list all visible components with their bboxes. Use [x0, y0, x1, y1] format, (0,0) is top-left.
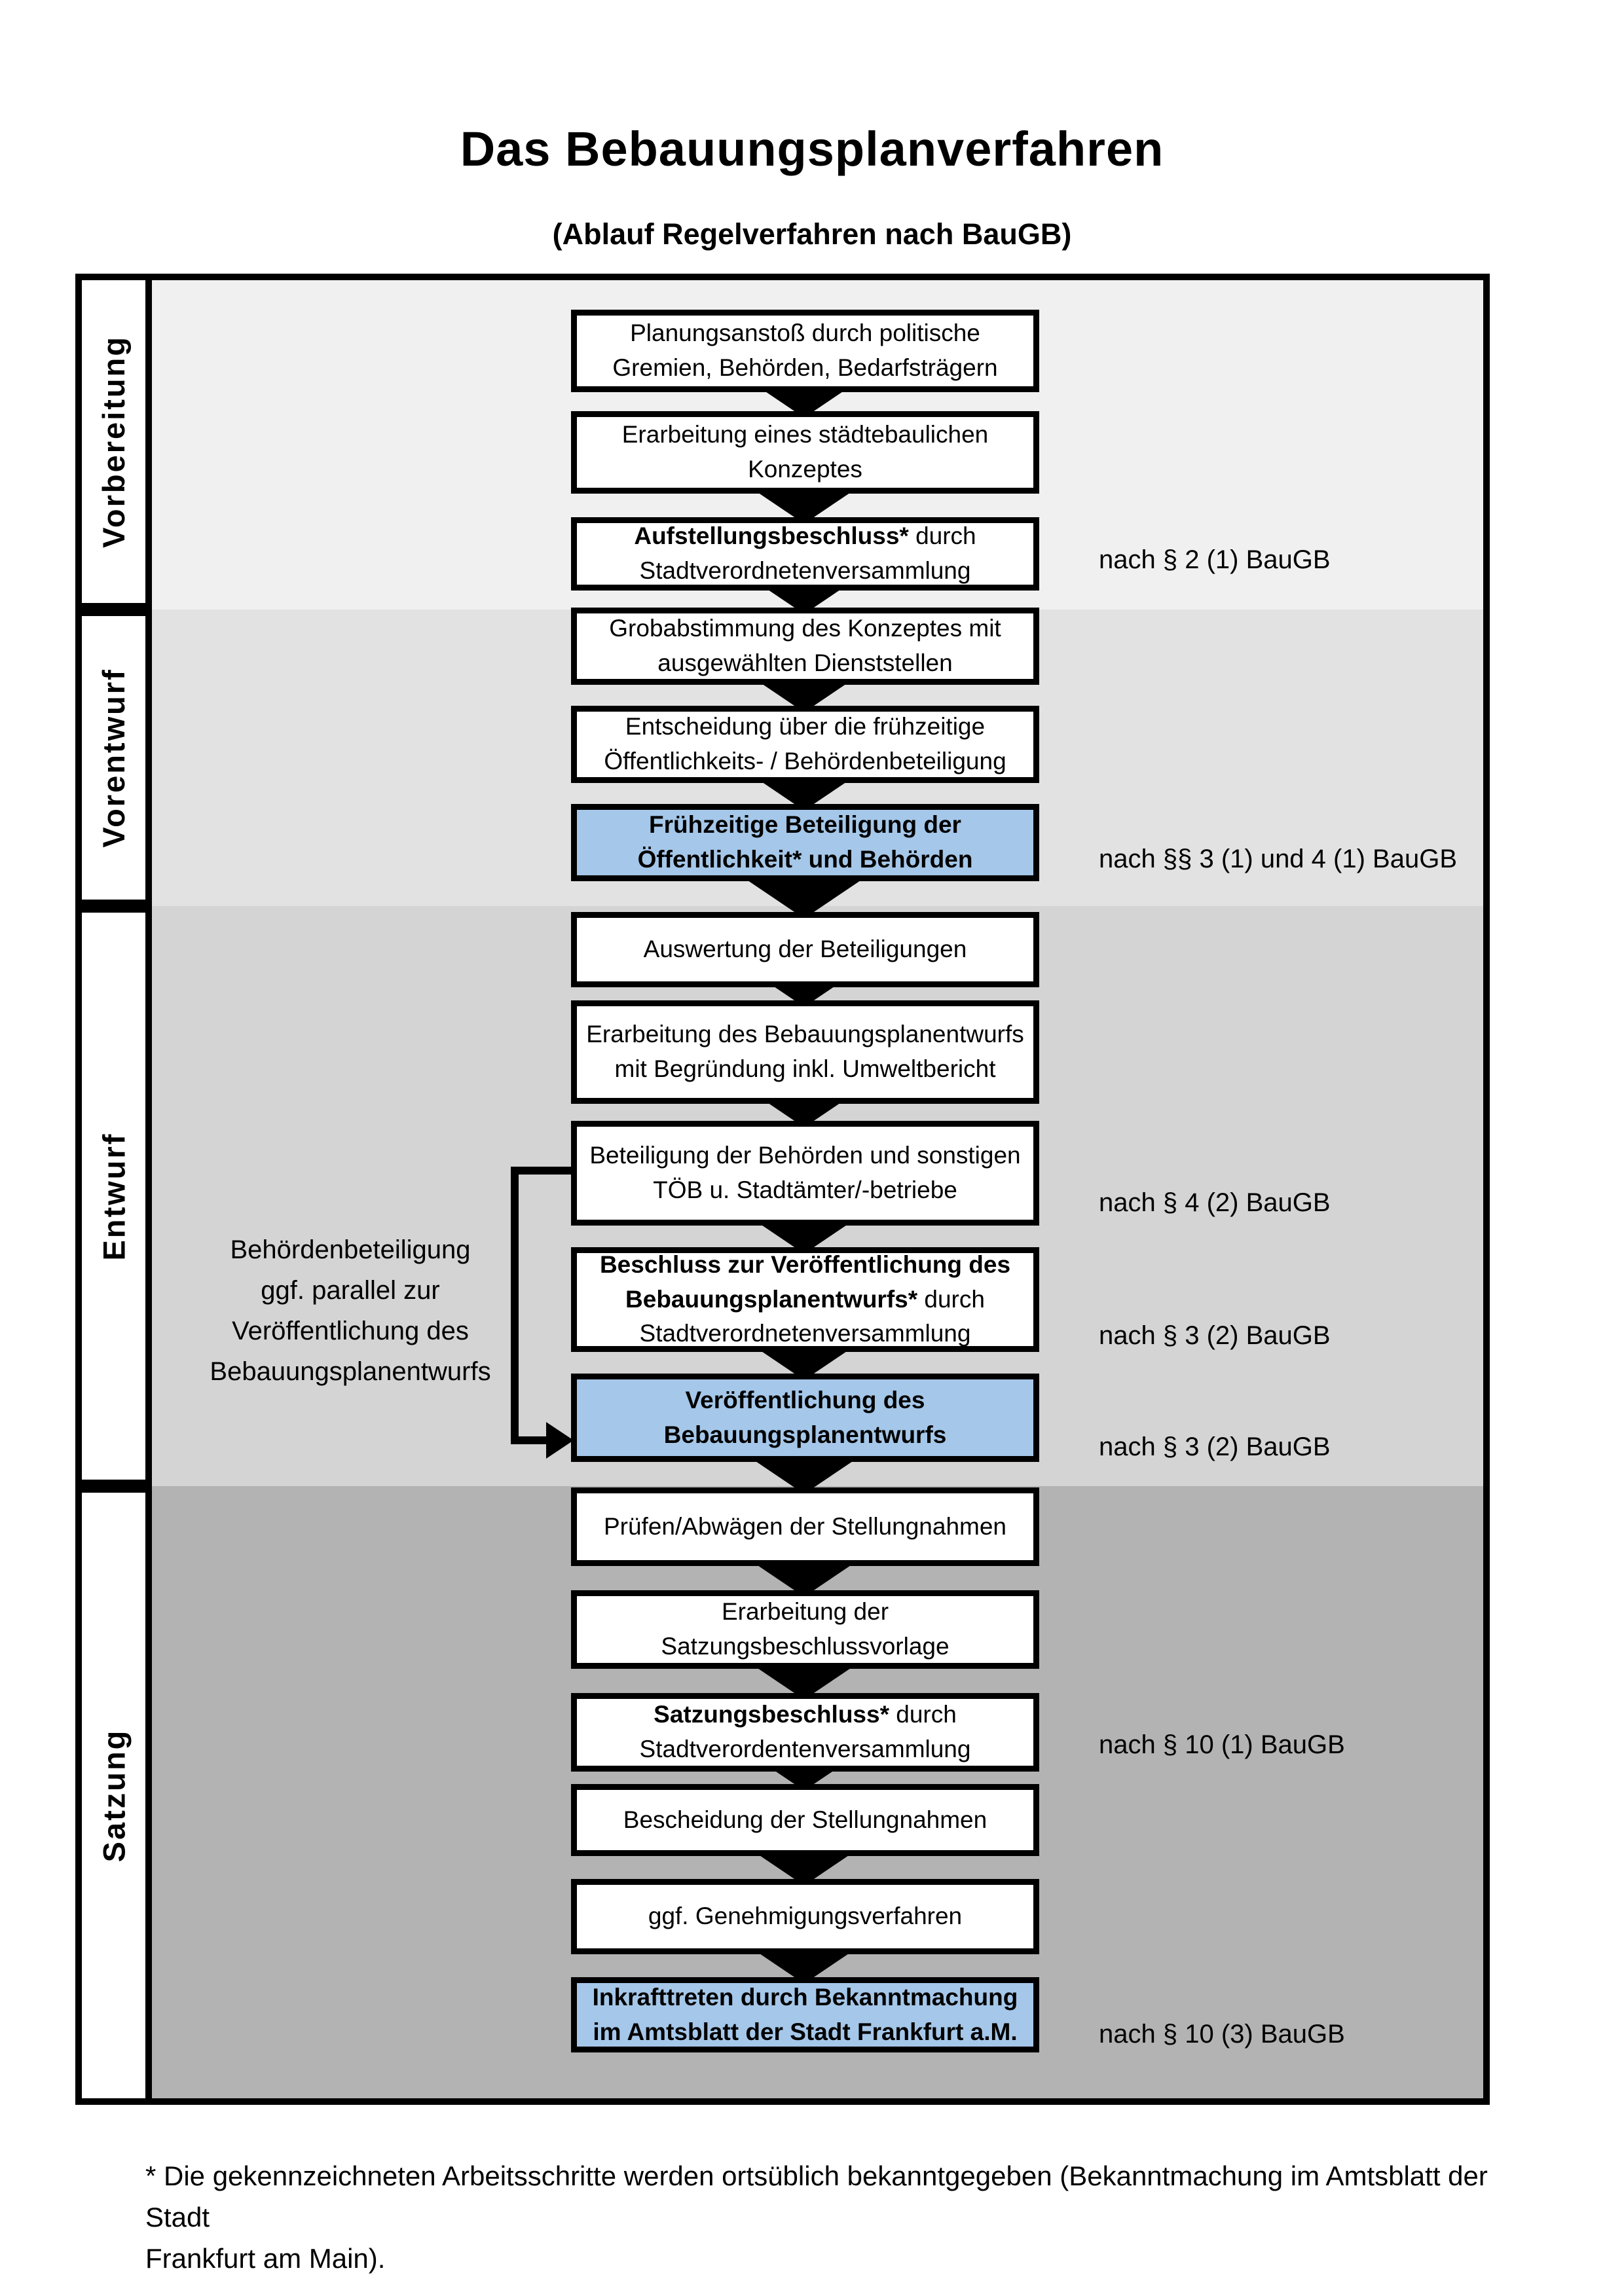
step-text: Bescheidung der Stellungnahmen	[623, 1806, 987, 1833]
bracket-connector-top	[511, 1167, 573, 1175]
phase-label-entwurf: Entwurf	[75, 906, 152, 1486]
step-box-fruehzeitige-beteiligung: Frühzeitige Beteiligung der Öffentlichke…	[571, 804, 1039, 881]
legal-ref-inkrafttreten: nach § 10 (3) BauGB	[1099, 2020, 1345, 2049]
bracket-connector-vertical	[511, 1167, 519, 1444]
phase-label-vorbereitung: Vorbereitung	[75, 274, 152, 610]
side-note-line: Bebauungsplanentwurfs	[210, 1357, 491, 1386]
step-text: Inkrafttreten durch Bekanntmachung im Am…	[592, 1983, 1018, 2045]
step-text: Beschluss zur Veröffentlichung des Bebau…	[599, 1251, 1011, 1347]
phase-label-satzung: Satzung	[75, 1486, 152, 2105]
step-box-veroeffentlichung-entwurf: Veröffentlichung des Bebauungsplanentwur…	[571, 1374, 1039, 1462]
step-text: ggf. Genehmigungsverfahren	[648, 1903, 963, 1930]
legal-ref-aufstellungsbeschluss: nach § 2 (1) BauGB	[1099, 545, 1331, 574]
legal-ref-behoerdenbeteiligung: nach § 4 (2) BauGB	[1099, 1188, 1331, 1217]
step-box-aufstellungsbeschluss: Aufstellungsbeschluss* durch Stadtverord…	[571, 517, 1039, 591]
step-box-inkrafttreten: Inkrafttreten durch Bekanntmachung im Am…	[571, 1977, 1039, 2052]
legal-ref-beschluss-veroeffentlichung: nach § 3 (2) BauGB	[1099, 1321, 1331, 1350]
side-note-line: Behördenbeteiligung	[230, 1235, 471, 1264]
step-text: Beteiligung der Behörden und sonstigen T…	[589, 1142, 1021, 1203]
step-box-staedtebauliches-konzept: Erarbeitung eines städtebaulichen Konzep…	[571, 411, 1039, 494]
step-text: Entscheidung über die frühzeitige Öffent…	[604, 713, 1006, 774]
page-title: Das Bebauungsplanverfahren	[460, 122, 1164, 176]
step-box-satzungsbeschluss: Satzungsbeschluss* durch Stadtverordente…	[571, 1693, 1039, 1772]
side-note-line: Veröffentlichung des	[232, 1317, 469, 1345]
phase-label-vorentwurf: Vorentwurf	[75, 610, 152, 906]
step-text: Veröffentlichung des Bebauungsplanentwur…	[663, 1386, 947, 1448]
step-text: Erarbeitung eines städtebaulichen Konzep…	[621, 421, 989, 483]
step-box-entscheidung-beteiligung: Entscheidung über die frühzeitige Öffent…	[571, 706, 1039, 783]
side-note-behoerdenbeteiligung: Behördenbeteiligung ggf. parallel zur Ve…	[190, 1230, 511, 1392]
step-text: Frühzeitige Beteiligung der Öffentlichke…	[637, 811, 973, 873]
step-box-pruefen-abwaegen: Prüfen/Abwägen der Stellungnahmen	[571, 1487, 1039, 1566]
step-text: Prüfen/Abwägen der Stellungnahmen	[603, 1512, 1007, 1540]
step-box-beschluss-veroeffentlichung: Beschluss zur Veröffentlichung des Bebau…	[571, 1247, 1039, 1352]
legal-ref-satzungsbeschluss: nach § 10 (1) BauGB	[1099, 1730, 1345, 1759]
step-text: Erarbeitung des Bebauungsplanentwurfs mi…	[586, 1021, 1024, 1082]
footnote-line: * Die gekennzeichneten Arbeitsschritte w…	[145, 2160, 1488, 2232]
side-note-line: ggf. parallel zur	[261, 1276, 440, 1305]
phase-label-text: Vorentwurf	[96, 668, 132, 848]
step-text: Erarbeitung der Satzungsbeschlussvorlage	[661, 1598, 950, 1660]
page-subtitle: (Ablauf Regelverfahren nach BauGB)	[552, 217, 1072, 251]
legal-ref-fruehzeitige-beteiligung: nach §§ 3 (1) und 4 (1) BauGB	[1099, 845, 1457, 873]
step-box-satzungsbeschlussvorlage: Erarbeitung der Satzungsbeschlussvorlage	[571, 1590, 1039, 1669]
phase-label-text: Entwurf	[96, 1132, 132, 1260]
step-text: Auswertung der Beteiligungen	[643, 936, 967, 963]
legal-ref-veroeffentlichung: nach § 3 (2) BauGB	[1099, 1432, 1331, 1461]
step-box-auswertung-beteiligungen: Auswertung der Beteiligungen	[571, 912, 1039, 987]
step-text: Grobabstimmung des Konzeptes mit ausgewä…	[609, 615, 1001, 676]
step-text: Planungsanstoß durch politische Gremien,…	[612, 319, 998, 381]
step-box-bescheidung-stellungnahmen: Bescheidung der Stellungnahmen	[571, 1784, 1039, 1856]
phase-label-text: Vorbereitung	[96, 335, 132, 548]
step-box-grobabstimmung: Grobabstimmung des Konzeptes mit ausgewä…	[571, 608, 1039, 685]
phase-label-text: Satzung	[96, 1728, 131, 1863]
step-text: Aufstellungsbeschluss* durch Stadtverord…	[634, 522, 976, 584]
step-box-erarbeitung-entwurf: Erarbeitung des Bebauungsplanentwurfs mi…	[571, 1000, 1039, 1104]
step-text: Satzungsbeschluss* durch Stadtverordente…	[639, 1701, 971, 1762]
footnote: * Die gekennzeichneten Arbeitsschritte w…	[145, 2155, 1521, 2279]
bracket-connector-bottom	[511, 1436, 550, 1444]
footnote-line: Frankfurt am Main).	[145, 2243, 386, 2274]
bracket-arrowhead-right-icon	[546, 1422, 574, 1459]
step-box-beteiligung-behoerden-toeb: Beteiligung der Behörden und sonstigen T…	[571, 1121, 1039, 1226]
step-box-planungsanstoss: Planungsanstoß durch politische Gremien,…	[571, 310, 1039, 392]
step-box-genehmigungsverfahren: ggf. Genehmigungsverfahren	[571, 1879, 1039, 1954]
